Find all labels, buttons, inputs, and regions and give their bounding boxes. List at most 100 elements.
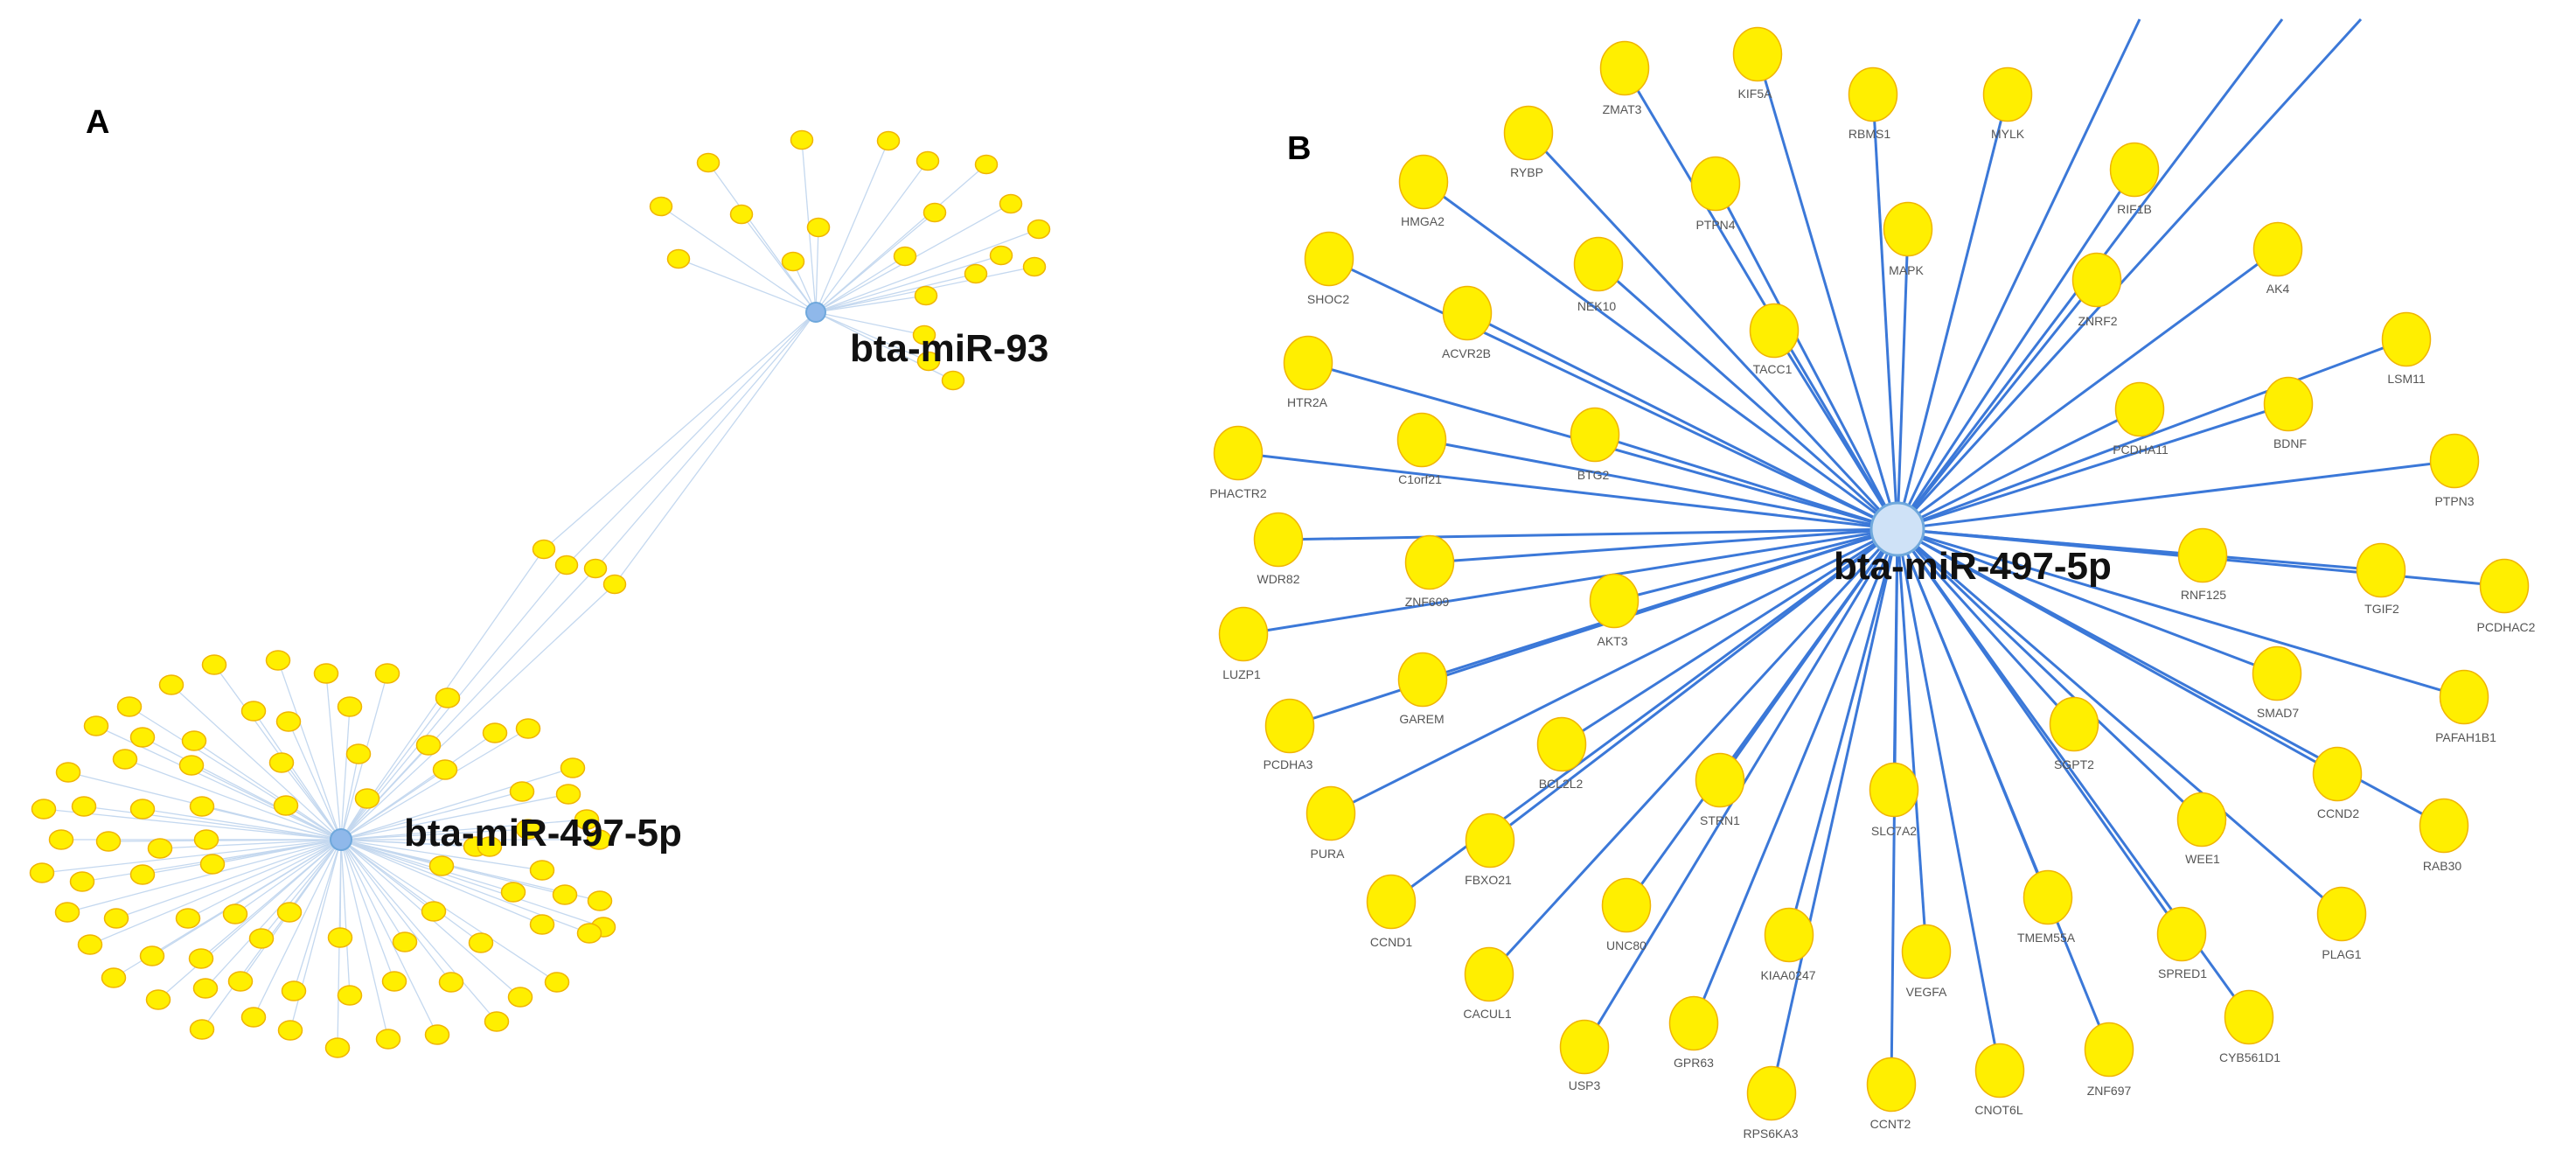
hub-node-mir-497-5p-panel-a xyxy=(330,828,352,851)
edge-a-mir497-target xyxy=(41,839,342,874)
gene-node-rbms1 xyxy=(1848,66,1898,122)
target-node xyxy=(381,971,407,992)
edge-b-mir497-target xyxy=(1237,451,1898,531)
edge-b-mir497-target xyxy=(1897,248,2279,531)
target-node xyxy=(222,903,248,924)
edge-a-mir93-shared xyxy=(614,311,817,585)
gene-node-usp3 xyxy=(1559,1019,1610,1075)
edge-b-offscreen-target xyxy=(1896,17,2363,531)
target-node xyxy=(974,154,999,175)
edge-b-mir497-target xyxy=(1896,94,2009,530)
gene-label-rnf125: RNF125 xyxy=(2181,588,2226,602)
edge-a-mir497-target xyxy=(157,839,342,1001)
edge-a-mir497-target xyxy=(340,793,569,841)
edge-b-mir497-target xyxy=(1625,528,1899,906)
edge-a-mir497-target xyxy=(293,839,342,992)
target-node xyxy=(999,193,1023,214)
target-node xyxy=(147,838,173,859)
target-node xyxy=(374,663,400,684)
target-node xyxy=(31,799,57,820)
edge-a-mir93-target xyxy=(815,273,977,313)
gene-label-unc80: UNC80 xyxy=(1606,938,1647,952)
edge-b-offscreen-target xyxy=(1896,18,2141,530)
edge-b-mir497-target xyxy=(1421,438,1898,531)
target-node xyxy=(240,1007,267,1028)
gene-node-c1orf21 xyxy=(1396,412,1447,468)
gene-label-tacc1: TACC1 xyxy=(1753,362,1793,376)
target-node xyxy=(71,796,97,817)
gene-node-ccnt2 xyxy=(1866,1057,1917,1113)
edge-a-mir497-target xyxy=(340,839,406,943)
edge-a-mir497-target xyxy=(340,744,429,841)
edge-a-mir497-target xyxy=(340,839,604,928)
edge-a-mir93-target xyxy=(741,213,817,313)
target-node xyxy=(112,749,138,770)
gene-node-vegfa xyxy=(1901,924,1952,980)
target-node xyxy=(587,890,613,911)
gene-label-pcdha11: PCDHA11 xyxy=(2113,443,2169,457)
edge-b-mir497-target xyxy=(1896,279,2099,530)
edge-a-mir93-shared xyxy=(543,311,817,550)
target-node xyxy=(145,989,171,1010)
target-node xyxy=(277,1020,303,1041)
gene-label-garem: GAREM xyxy=(1399,712,1444,726)
edge-a-mir497-target xyxy=(115,839,342,919)
gene-label-slc7a2: SLC7A2 xyxy=(1871,824,1917,838)
gene-node-ak4 xyxy=(2252,221,2303,277)
gene-node-tgif2 xyxy=(2356,542,2406,598)
gene-label-znf697: ZNF697 xyxy=(2087,1084,2132,1098)
gene-node-btg2 xyxy=(1570,407,1620,463)
shared-target-node xyxy=(554,555,579,576)
gene-node-cyb561d1 xyxy=(2224,989,2274,1045)
target-node xyxy=(468,932,494,953)
edge-b-mir497-target xyxy=(1429,527,1898,564)
target-node xyxy=(265,650,291,671)
edge-a-mir497-target xyxy=(253,839,342,1018)
target-node xyxy=(916,351,941,372)
edge-a-mir497-target xyxy=(83,806,342,841)
target-node xyxy=(178,755,205,776)
edge-a-mir497-target xyxy=(142,808,342,841)
gene-node-ptpn4 xyxy=(1690,156,1741,212)
target-node xyxy=(199,854,226,875)
edge-a-mir497-target xyxy=(281,762,342,841)
edge-b-mir497-target xyxy=(1489,527,1898,842)
edge-a-mir93-target xyxy=(815,311,925,336)
edge-b-mir497-target xyxy=(1487,527,1899,976)
target-node xyxy=(586,829,612,850)
gene-node-mapk xyxy=(1883,201,1933,257)
gene-label-sgpt2: SGPT2 xyxy=(2054,757,2094,771)
edge-a-mir497-target xyxy=(124,758,342,841)
edge-a-mir497-target xyxy=(340,839,395,982)
edge-a-mir497-target xyxy=(340,728,529,841)
hub-label-mir-497-5p-panel-b: bta-miR-497-5p xyxy=(1834,545,2112,588)
edge-a-mir93-target xyxy=(815,228,1040,313)
target-node xyxy=(29,862,55,883)
edge-a-mir93-target xyxy=(815,295,927,313)
target-node xyxy=(48,829,74,850)
shared-target-node xyxy=(583,558,608,579)
target-node xyxy=(916,150,940,171)
gene-label-rybp: RYBP xyxy=(1510,165,1543,179)
gene-node-acvr2b xyxy=(1442,285,1493,341)
gene-label-nek10: NEK10 xyxy=(1577,299,1617,313)
gene-node-spred1 xyxy=(2156,906,2207,962)
gene-label-hmga2: HMGA2 xyxy=(1401,214,1445,228)
edge-a-mir93-target xyxy=(815,311,929,362)
target-node xyxy=(77,934,103,955)
gene-node-akt3 xyxy=(1589,573,1640,629)
gene-node-cnot6l xyxy=(1974,1043,2025,1099)
gene-node-lsm11 xyxy=(2381,311,2432,367)
gene-label-plag1: PLAG1 xyxy=(2322,947,2361,961)
gene-label-bcl2l2: BCL2L2 xyxy=(1539,777,1584,791)
gene-label-tgif2: TGIF2 xyxy=(2364,602,2399,616)
gene-node-nek10 xyxy=(1573,236,1624,292)
gene-node-zmat3 xyxy=(1599,40,1650,96)
edge-a-mir497-target xyxy=(212,839,342,865)
edge-a-mir497-target xyxy=(340,819,588,841)
gene-node-rps6ka3 xyxy=(1746,1065,1797,1121)
edge-b-mir497-target xyxy=(1692,528,1899,1024)
target-node xyxy=(790,129,814,150)
edge-b-mir497-target xyxy=(1897,408,2141,531)
target-node xyxy=(560,757,586,778)
